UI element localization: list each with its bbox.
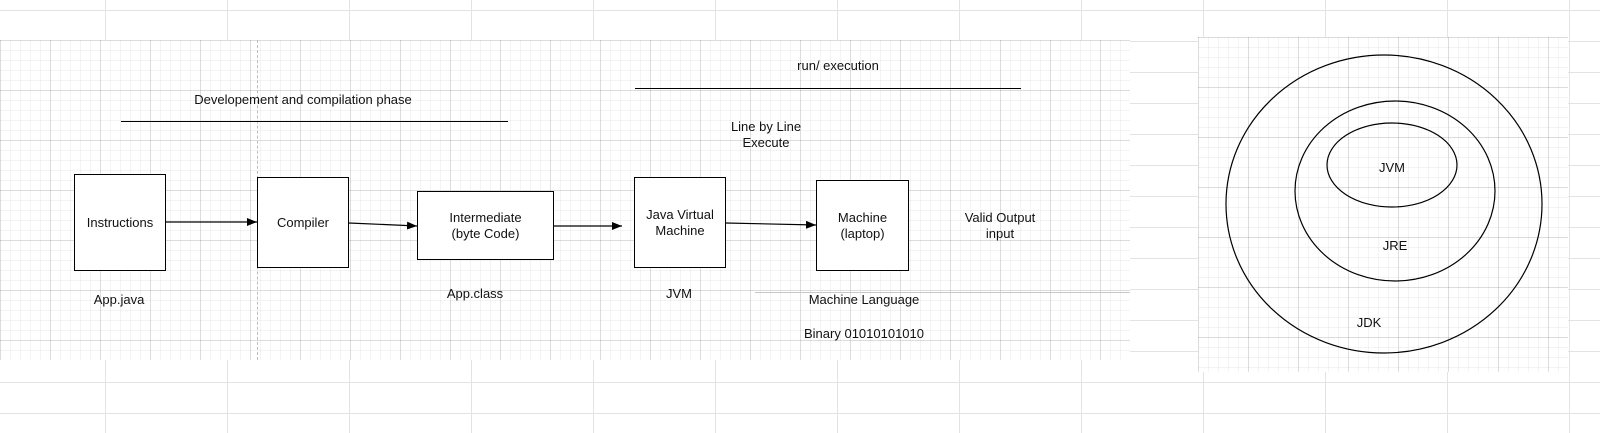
jdk-ellipse — [1225, 54, 1543, 354]
instructions-box[interactable]: Instructions — [74, 174, 166, 271]
execution-phase-line — [635, 88, 1021, 89]
development-phase-label: Developement and compilation phase — [194, 92, 412, 107]
jre-ellipse-label: JRE — [1382, 238, 1408, 253]
jvm-ellipse-label: JVM — [1379, 160, 1405, 175]
line-by-line-text-1: Line by Line — [730, 119, 802, 134]
valid-output-text-2: input — [985, 226, 1015, 241]
flow-diagram-canvas — [0, 40, 1130, 360]
jvm-ellipse — [1326, 122, 1458, 208]
machine-label-line2: (laptop) — [840, 225, 885, 241]
jvm-caption: JVM — [666, 286, 692, 301]
development-phase-line — [121, 121, 508, 122]
intermediate-label-line1: Intermediate — [449, 209, 522, 225]
instructions-label: Instructions — [86, 214, 154, 230]
machine-box[interactable]: Machine (laptop) — [816, 180, 909, 271]
jre-ellipse — [1294, 100, 1496, 282]
faint-connector — [755, 292, 1130, 293]
line-by-line-caption: Line by Line Execute — [731, 119, 801, 151]
execution-phase-label: run/ execution — [797, 58, 879, 73]
jdk-ellipse-label: JDK — [1356, 315, 1382, 330]
compiler-label: Compiler — [276, 214, 329, 230]
valid-output-text-1: Valid Output — [964, 210, 1036, 225]
intermediate-label-line2: (byte Code) — [451, 225, 520, 241]
jvm-label-line1: Java Virtual — [646, 206, 714, 222]
machine-label-line1: Machine — [837, 209, 888, 225]
arrow-compiler-to-intermediate — [348, 221, 418, 230]
machine-language-caption: Machine Language — [808, 292, 920, 307]
app-class-caption: App.class — [446, 286, 504, 301]
binary-caption: Binary 01010101010 — [804, 326, 924, 341]
app-java-caption: App.java — [93, 292, 145, 307]
valid-output-caption: Valid Output input — [965, 210, 1036, 242]
jvm-box[interactable]: Java Virtual Machine — [634, 177, 726, 268]
jdk-diagram-canvas — [1198, 37, 1568, 372]
compiler-box[interactable]: Compiler — [257, 177, 349, 268]
intermediate-box[interactable]: Intermediate (byte Code) — [417, 191, 554, 260]
jvm-label-line2: Machine — [655, 222, 705, 238]
line-by-line-text-2: Execute — [742, 135, 790, 150]
arrow-jvm-to-machine — [725, 220, 817, 229]
